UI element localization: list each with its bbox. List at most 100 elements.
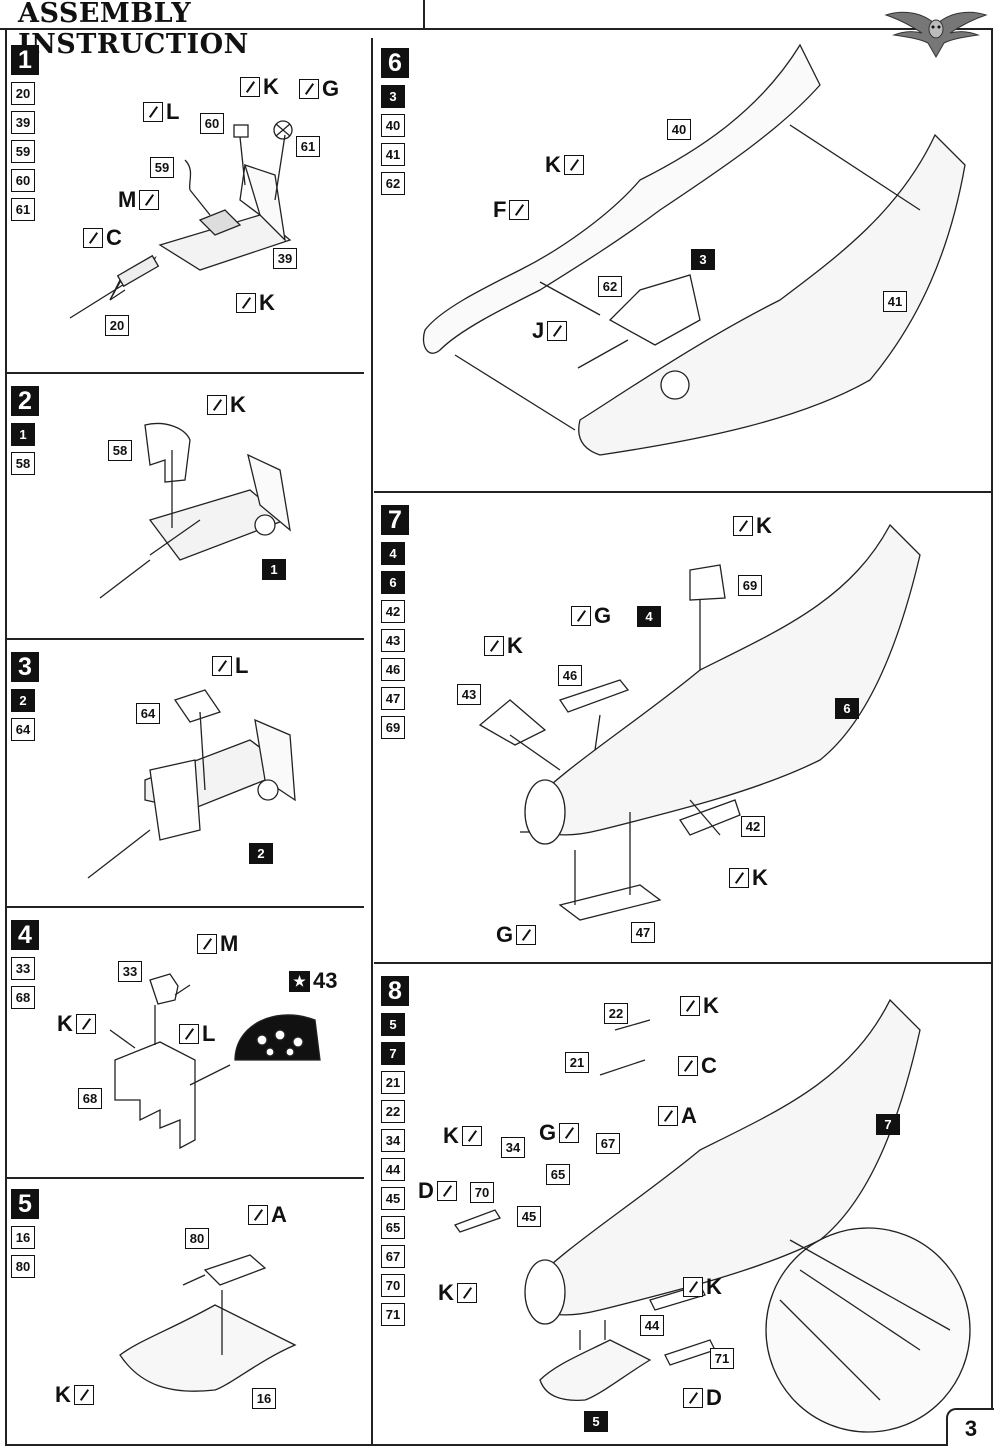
part-3: 3 [381,85,405,108]
paint-brush-icon [75,1014,96,1034]
step-5-number: 5 [11,1189,39,1219]
callout-33: 33 [118,961,142,982]
paint-brush-icon [509,200,530,220]
part-6: 6 [381,571,405,594]
step-7-number: 7 [381,505,409,535]
paint-brush-icon [516,925,537,945]
callout-58: 58 [108,440,132,461]
callout-68: 68 [78,1088,102,1109]
decal-callout: ★43 [289,968,337,994]
paint-brush-icon [559,1123,580,1143]
page-frame [5,28,993,1446]
paint-callout: L [212,655,248,677]
divider [374,962,992,964]
part-42: 42 [381,600,405,623]
callout-62: 62 [598,276,622,297]
paint-brush-icon [139,190,160,210]
paint-callout: K [484,635,523,657]
part-40: 40 [381,114,405,137]
callout-7: 7 [876,1114,900,1135]
paint-callout: G [496,924,537,946]
paint-brush-icon [658,1106,678,1126]
callout-42: 42 [741,816,765,837]
callout-3: 3 [691,249,715,270]
paint-brush-icon [436,1181,457,1201]
callout-20: 20 [105,315,129,336]
paint-callout: J [532,320,568,342]
page-number: 3 [946,1408,994,1446]
callout-60: 60 [200,113,224,134]
part-60: 60 [11,169,35,192]
step-1-parts-list: 20 39 59 60 61 [11,82,35,221]
part-65: 65 [381,1216,405,1239]
paint-callout: K [443,1125,482,1147]
part-33: 33 [11,957,35,980]
part-46: 46 [381,658,405,681]
paint-brush-icon [240,77,260,97]
part-44: 44 [381,1158,405,1181]
divider [7,638,364,640]
paint-callout: C [678,1055,717,1077]
paint-brush-icon [207,395,227,415]
paint-callout: M [118,189,160,211]
paint-callout: D [418,1180,457,1202]
part-61: 61 [11,198,35,221]
step-4-number: 4 [11,920,39,950]
part-69: 69 [381,716,405,739]
callout-67: 67 [596,1133,620,1154]
paint-callout: K [236,292,275,314]
part-67: 67 [381,1245,405,1268]
step-4-parts-list: 33 68 [11,957,35,1009]
part-4: 4 [381,542,405,565]
part-68: 68 [11,986,35,1009]
part-2: 2 [11,689,35,712]
divider [374,491,992,493]
step-2-number: 2 [11,386,39,416]
paint-callout: K [545,154,584,176]
paint-brush-icon [236,293,256,313]
paint-callout: K [240,76,279,98]
step-6-parts-list: 3 40 41 62 [381,85,405,195]
part-5: 5 [381,1013,405,1036]
title-tab: ASSEMBLY INSTRUCTION [0,0,425,60]
callout-64: 64 [136,703,160,724]
paint-brush-icon [563,155,584,175]
part-20: 20 [11,82,35,105]
divider [7,906,364,908]
step-6-number: 6 [381,48,409,78]
part-1: 1 [11,423,35,446]
paint-callout: M [197,933,238,955]
callout-6: 6 [835,698,859,719]
paint-callout: F [493,199,530,221]
part-22: 22 [381,1100,405,1123]
step-7-parts-list: 4 6 42 43 46 47 69 [381,542,405,739]
paint-callout: K [207,394,246,416]
step-8-parts-list: 5 7 21 22 34 44 45 65 67 70 71 [381,1013,405,1326]
callout-71: 71 [710,1348,734,1369]
paint-brush-icon [547,321,568,341]
paint-callout: K [57,1013,96,1035]
paint-callout: G [571,605,611,627]
paint-callout: K [55,1384,94,1406]
paint-callout: L [179,1023,215,1045]
step-8-number: 8 [381,976,409,1006]
paint-brush-icon [73,1385,94,1405]
paint-brush-icon [683,1277,703,1297]
paint-brush-icon [456,1283,477,1303]
callout-44: 44 [640,1315,664,1336]
owl-logo-icon [884,11,988,59]
paint-brush-icon [729,868,749,888]
paint-brush-icon [179,1024,199,1044]
step-3-number: 3 [11,652,39,682]
callout-65: 65 [546,1164,570,1185]
callout-47: 47 [631,922,655,943]
part-71: 71 [381,1303,405,1326]
page-title: ASSEMBLY INSTRUCTION [18,0,249,60]
paint-brush-icon [484,636,504,656]
step-2-parts-list: 1 58 [11,423,35,475]
paint-brush-icon [143,102,163,122]
part-21: 21 [381,1071,405,1094]
callout-59: 59 [150,157,174,178]
part-70: 70 [381,1274,405,1297]
paint-callout: A [658,1105,697,1127]
